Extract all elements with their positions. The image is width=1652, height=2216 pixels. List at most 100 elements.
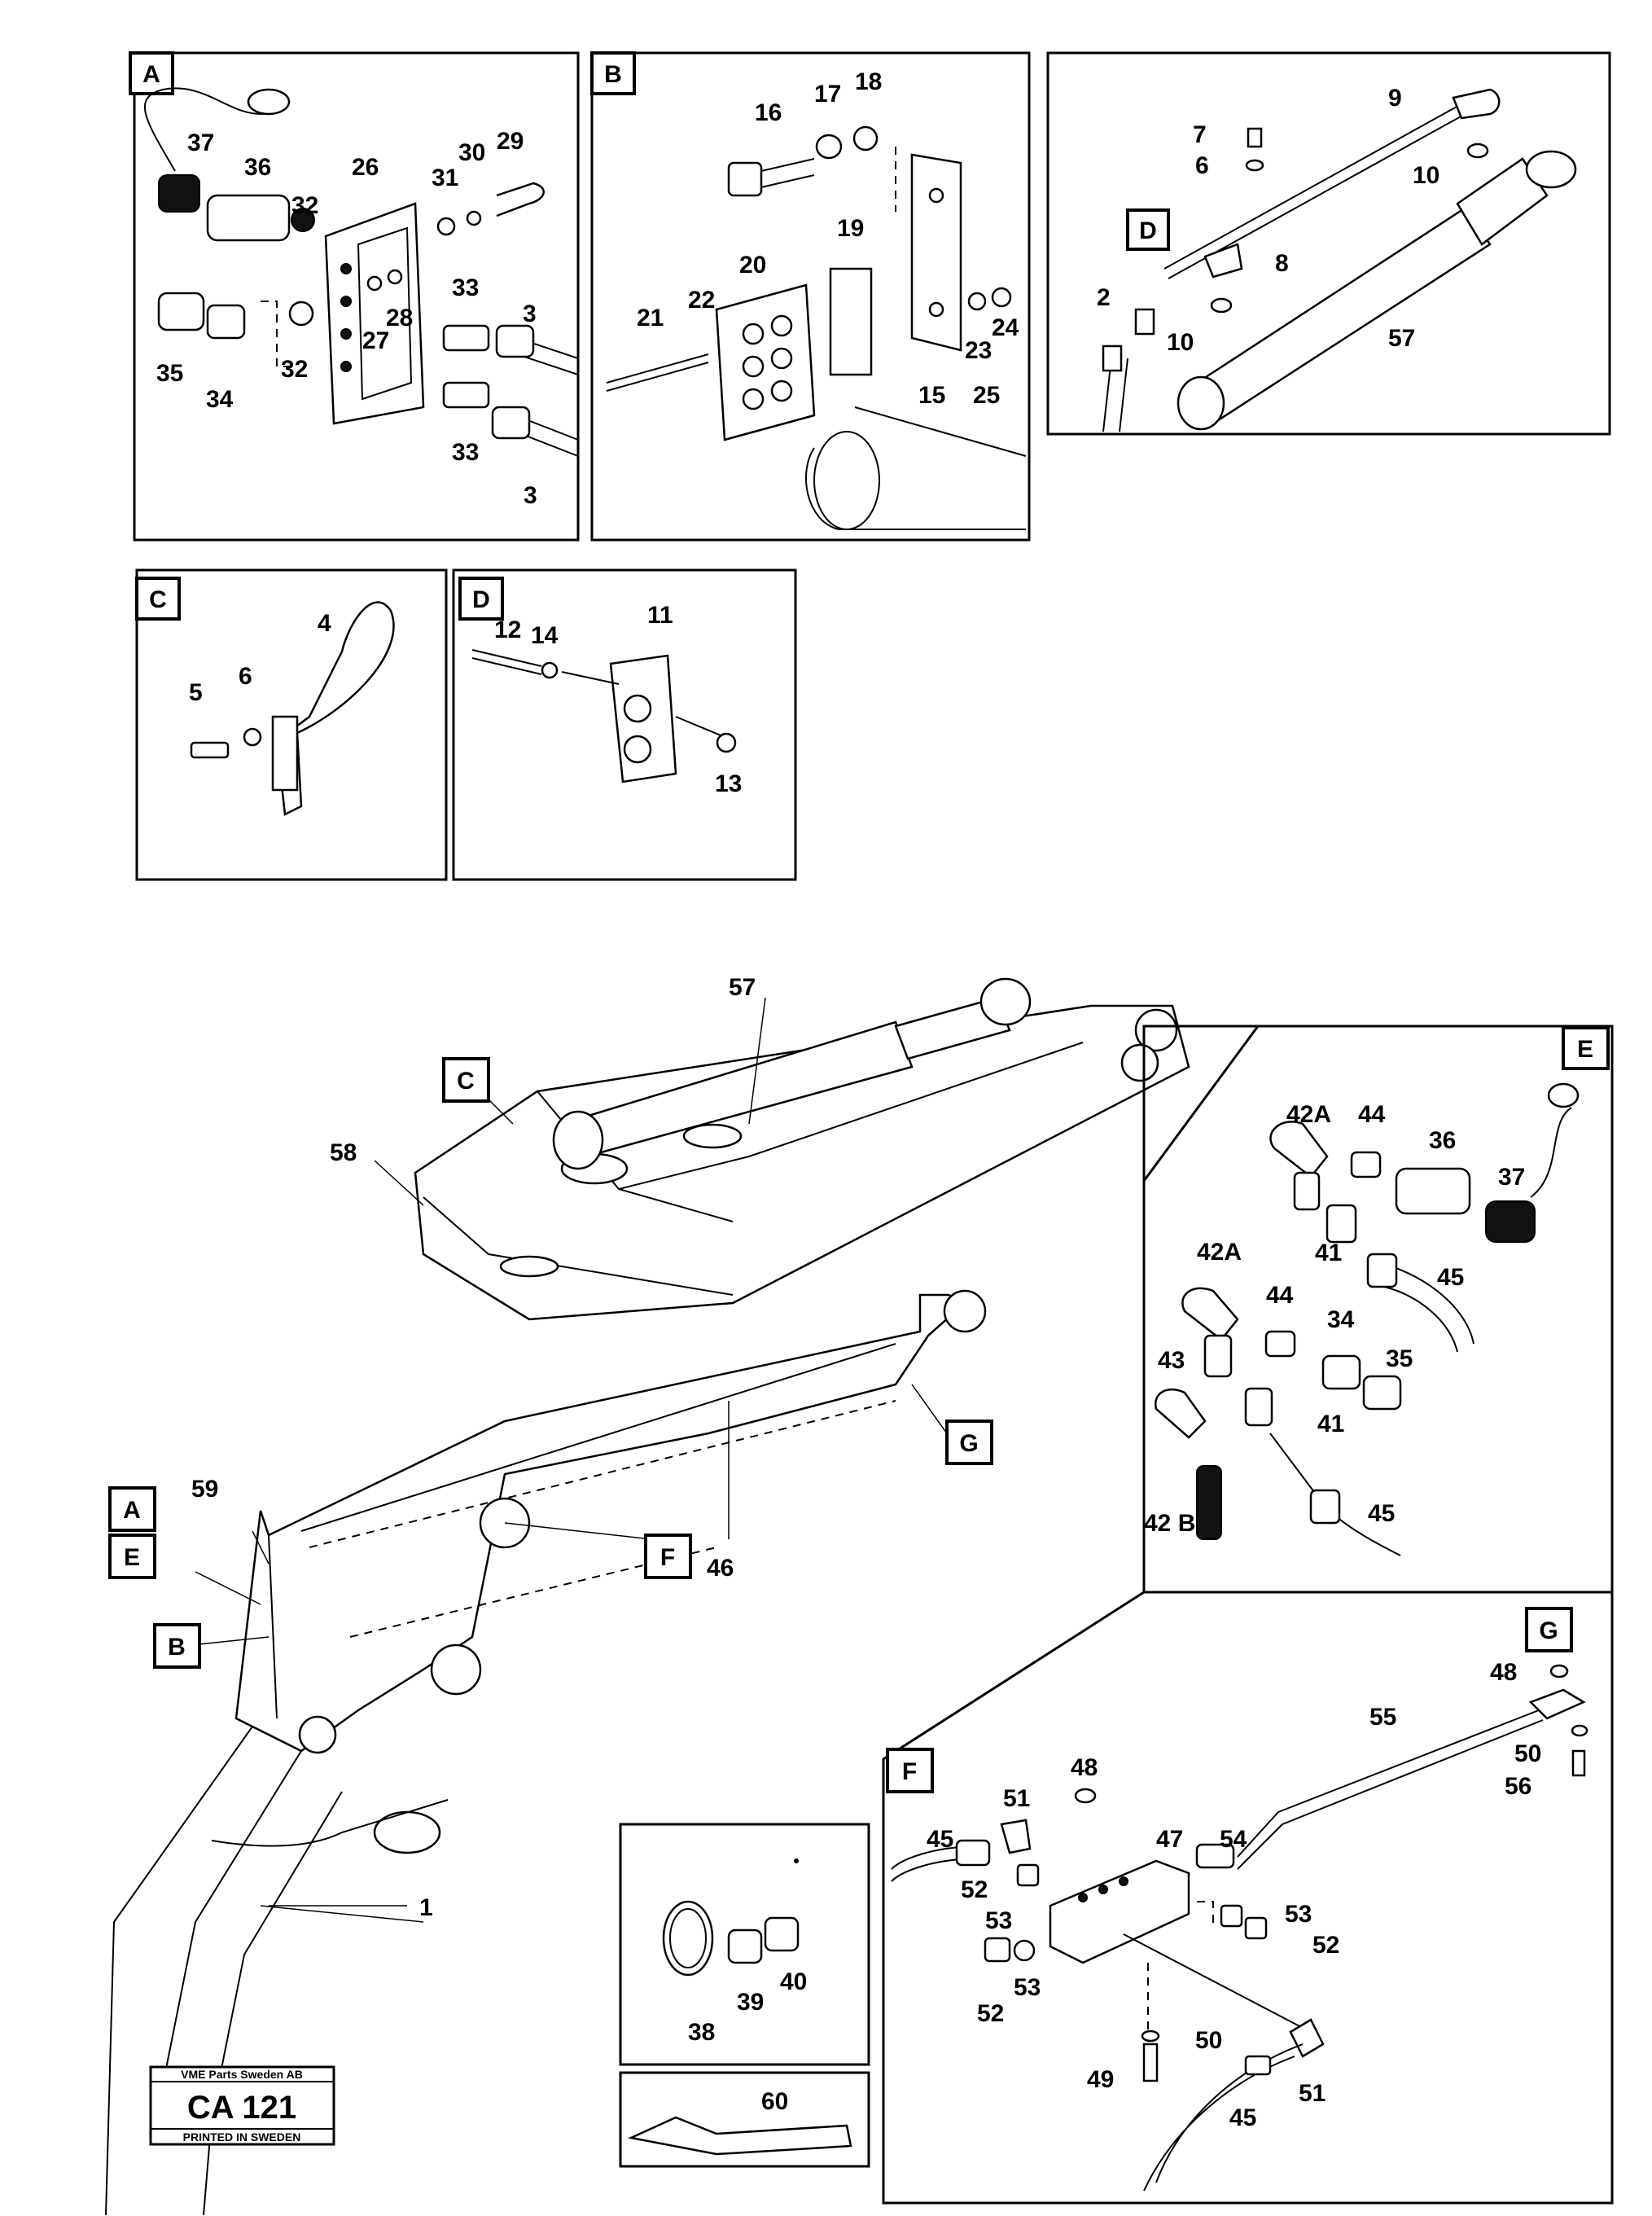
label-20: 20 (739, 252, 766, 279)
panel-a: A 37 36 32 26 31 30 29 33 (129, 51, 580, 542)
label-g-56: 56 (1505, 1773, 1531, 1800)
stamp-company: VME Parts Sweden AB (181, 2068, 303, 2081)
label-e-37: 37 (1498, 1164, 1525, 1191)
label-33b: 33 (452, 439, 479, 466)
panel-f-g: G 48 55 50 56 F 45 51 48 47 (882, 1591, 1614, 2205)
label-main-46: 46 (707, 1555, 734, 1582)
label-f-54: 54 (1220, 1826, 1247, 1853)
label-f-53b: 53 (1285, 1901, 1312, 1928)
label-3a: 3 (523, 301, 537, 327)
label-24: 24 (992, 314, 1019, 341)
label-f-51b: 51 (1299, 2080, 1326, 2107)
label-32a: 32 (291, 192, 318, 219)
label-28: 28 (386, 305, 413, 331)
label-6: 6 (1195, 152, 1209, 179)
label-e-36: 36 (1429, 1127, 1456, 1154)
label-e-41a: 41 (1315, 1240, 1342, 1266)
label-f-45a: 45 (927, 1826, 953, 1853)
panel-clamp: 38 39 40 (619, 1823, 870, 2066)
label-29: 29 (497, 128, 524, 155)
label-35: 35 (156, 360, 183, 387)
u-bolt-29 (496, 182, 545, 217)
label-f-52a: 52 (961, 1876, 988, 1903)
label-e-43: 43 (1158, 1347, 1185, 1374)
label-11: 11 (647, 602, 673, 629)
label-e-42A-b: 42A (1197, 1239, 1242, 1266)
main-tag-g: G (959, 1430, 978, 1457)
stamp-code: CA 121 (187, 2090, 296, 2126)
label-g-48: 48 (1490, 1659, 1517, 1686)
label-main-58: 58 (330, 1139, 357, 1166)
label-26: 26 (352, 154, 379, 181)
label-e-45b: 45 (1368, 1500, 1395, 1527)
label-27: 27 (362, 327, 389, 354)
coupling-36 (206, 194, 291, 242)
label-12: 12 (494, 617, 521, 643)
label-main-59: 59 (191, 1476, 218, 1503)
label-main-1: 1 (419, 1894, 433, 1921)
lower-boom-59 (234, 1293, 967, 1753)
panel-60: 60 (619, 2071, 870, 2168)
label-36: 36 (244, 154, 271, 181)
label-19: 19 (837, 215, 864, 242)
valve-block-47 (1049, 1859, 1190, 1964)
label-9: 9 (1388, 85, 1402, 112)
label-33a: 33 (452, 274, 479, 301)
label-g-50: 50 (1514, 1740, 1541, 1767)
label-16: 16 (755, 99, 782, 126)
label-18: 18 (855, 68, 882, 95)
label-f-53a: 53 (985, 1907, 1012, 1934)
label-17: 17 (814, 81, 841, 108)
label-f-52c: 52 (977, 2000, 1004, 2027)
label-7: 7 (1193, 121, 1207, 148)
label-e-42B: 42 B (1144, 1510, 1195, 1537)
label-5: 5 (189, 679, 203, 706)
label-4: 4 (318, 610, 331, 637)
label-30: 30 (458, 139, 485, 166)
label-22: 22 (688, 287, 715, 314)
panel-top-right-tag: D (1139, 217, 1157, 244)
label-f-47: 47 (1156, 1826, 1183, 1853)
label-14: 14 (531, 622, 559, 649)
panel-top-right: D 9 7 6 10 8 2 10 57 (1046, 51, 1611, 436)
label-f-50: 50 (1195, 2027, 1222, 2054)
main-tag-a: A (123, 1497, 141, 1524)
panel-c-tag: C (149, 586, 167, 613)
label-f-51a: 51 (1003, 1785, 1030, 1812)
label-25: 25 (973, 382, 1000, 409)
panel-f-tag: F (902, 1758, 917, 1785)
label-f-52b: 52 (1312, 1932, 1339, 1959)
panel-b-tag: B (604, 61, 622, 88)
label-g-55: 55 (1369, 1704, 1396, 1731)
upper-boom-58 (414, 1004, 1190, 1321)
label-57: 57 (1388, 325, 1415, 352)
main-arm-assembly: C A E B F G 57 58 59 46 1 (105, 974, 1190, 2216)
label-15: 15 (918, 382, 945, 409)
panel-g-tag: G (1539, 1617, 1558, 1644)
panel-a-tag: A (142, 61, 160, 88)
label-e-44b: 44 (1266, 1282, 1294, 1309)
main-tag-b: B (168, 1634, 186, 1661)
label-f-53c: 53 (1014, 1974, 1041, 2001)
label-f-49: 49 (1087, 2066, 1114, 2093)
panel-b: B 16 17 18 19 20 21 22 23 24 15 25 (590, 51, 1031, 542)
label-8: 8 (1275, 250, 1289, 277)
label-60: 60 (761, 2088, 788, 2115)
label-e-34: 34 (1327, 1306, 1355, 1333)
panel-c: C 4 5 6 (135, 568, 448, 881)
panel-e: E 42A 44 36 37 41 45 42A 44 34 35 43 (1142, 1025, 1614, 1594)
label-main-57: 57 (729, 974, 756, 1001)
main-tag-c: C (457, 1068, 475, 1095)
main-tag-e: E (124, 1544, 140, 1571)
main-tag-f: F (660, 1544, 675, 1571)
label-6: 6 (239, 663, 252, 690)
label-39: 39 (737, 1989, 764, 2016)
label-e-44a: 44 (1358, 1101, 1386, 1128)
label-34: 34 (206, 386, 234, 413)
label-23: 23 (965, 337, 992, 364)
stamp-printed: PRINTED IN SWEDEN (183, 2130, 301, 2144)
label-13: 13 (715, 770, 742, 797)
label-38: 38 (688, 2019, 715, 2046)
label-10b: 10 (1167, 329, 1194, 356)
